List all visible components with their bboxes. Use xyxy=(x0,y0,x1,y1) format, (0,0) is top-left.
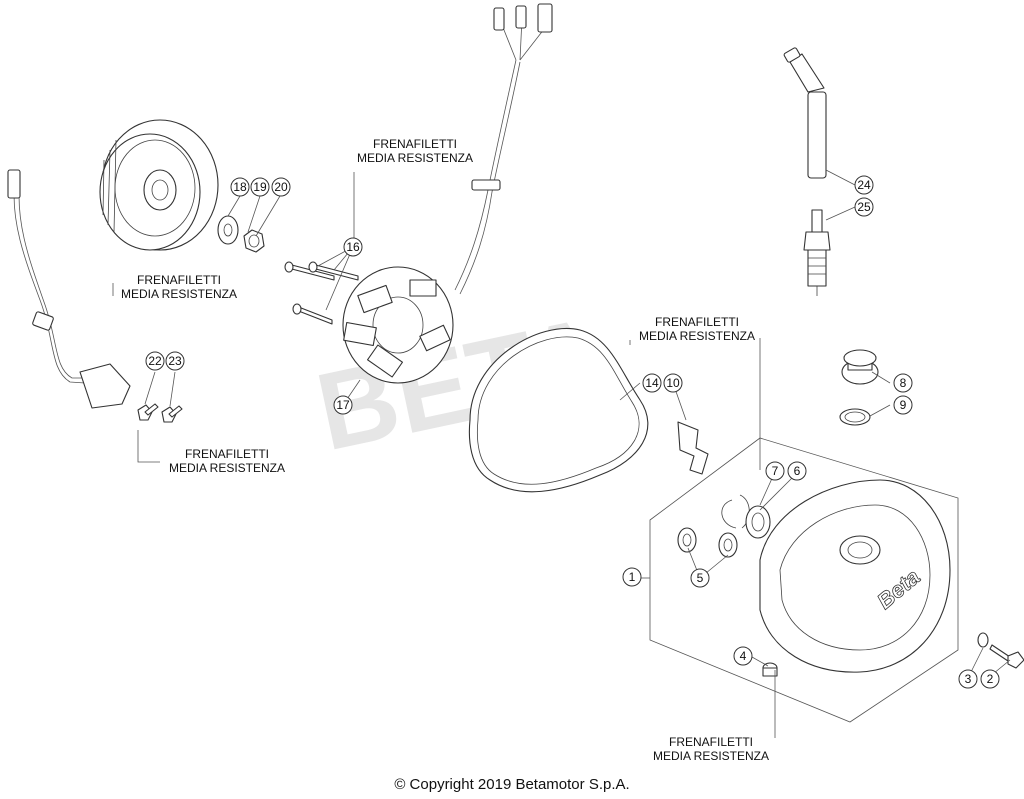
cover-screw xyxy=(989,644,1024,669)
callout-19: 19 xyxy=(250,177,270,197)
callout-9: 9 xyxy=(893,395,913,415)
callout-16: 16 xyxy=(343,237,363,257)
ignition-cover: Beta xyxy=(759,479,951,673)
svg-text:24: 24 xyxy=(857,178,871,192)
callout-25: 25 xyxy=(854,197,874,217)
note-line2: MEDIA RESISTENZA xyxy=(120,287,238,301)
callout-8: 8 xyxy=(893,373,913,393)
svg-text:18: 18 xyxy=(233,180,247,194)
svg-text:22: 22 xyxy=(148,354,162,368)
pickup-sensor-cable xyxy=(7,169,131,409)
flywheel-nut xyxy=(243,229,265,253)
pickup-screws xyxy=(137,403,183,423)
callout-10: 10 xyxy=(663,373,683,393)
washer xyxy=(217,215,239,245)
threadlocker-note: FRENAFILETTI MEDIA RESISTENZA xyxy=(350,137,480,165)
svg-text:19: 19 xyxy=(253,180,267,194)
cable-clip xyxy=(677,421,709,475)
svg-text:17: 17 xyxy=(336,398,350,412)
threadlocker-note: FRENAFILETTI MEDIA RESISTENZA xyxy=(632,315,762,343)
filler-cap xyxy=(841,349,879,385)
spark-plug-cap xyxy=(783,47,827,179)
svg-text:3: 3 xyxy=(965,672,972,686)
svg-text:4: 4 xyxy=(740,649,747,663)
callout-14: 14 xyxy=(642,373,662,393)
threadlocker-note: FRENAFILETTI MEDIA RESISTENZA xyxy=(162,447,292,475)
note-line2: MEDIA RESISTENZA xyxy=(356,151,474,165)
svg-text:2: 2 xyxy=(987,672,994,686)
note-line2: MEDIA RESISTENZA xyxy=(168,461,286,475)
note-line1: FRENAFILETTI xyxy=(184,447,269,461)
svg-text:8: 8 xyxy=(900,376,907,390)
svg-text:1: 1 xyxy=(629,570,636,584)
svg-text:14: 14 xyxy=(645,376,659,390)
callout-24: 24 xyxy=(854,175,874,195)
svg-text:9: 9 xyxy=(900,398,907,412)
callout-1: 1 xyxy=(622,567,642,587)
callout-18: 18 xyxy=(230,177,250,197)
callout-3: 3 xyxy=(958,669,978,689)
svg-text:25: 25 xyxy=(857,200,871,214)
callout-4: 4 xyxy=(733,646,753,666)
threadlocker-note: FRENAFILETTI MEDIA RESISTENZA xyxy=(114,273,244,301)
cover-gasket xyxy=(468,328,649,493)
note-line2: MEDIA RESISTENZA xyxy=(652,749,770,763)
svg-text:5: 5 xyxy=(697,571,704,585)
note-line1: FRENAFILETTI xyxy=(668,735,753,749)
svg-text:23: 23 xyxy=(168,354,182,368)
stator-harness xyxy=(454,3,553,295)
spark-plug xyxy=(803,209,831,296)
note-line1: FRENAFILETTI xyxy=(654,315,739,329)
callout-6: 6 xyxy=(787,461,807,481)
svg-text:7: 7 xyxy=(772,464,779,478)
svg-text:6: 6 xyxy=(794,464,801,478)
stator-screws xyxy=(284,261,359,325)
svg-text:10: 10 xyxy=(666,376,680,390)
circlip xyxy=(721,494,750,529)
copyright-notice: © Copyright 2019 Betamotor S.p.A. xyxy=(394,776,630,793)
callout-22: 22 xyxy=(145,351,165,371)
shaft-seal xyxy=(745,505,771,539)
flywheel-rotor xyxy=(99,119,219,251)
leader-lines xyxy=(112,169,1011,738)
callout-20: 20 xyxy=(271,177,291,197)
threadlocker-note: FRENAFILETTI MEDIA RESISTENZA xyxy=(646,735,776,763)
note-line2: MEDIA RESISTENZA xyxy=(638,329,756,343)
note-line1: FRENAFILETTI xyxy=(372,137,457,151)
callout-17: 17 xyxy=(333,395,353,415)
o-ring xyxy=(839,408,871,426)
note-line1: FRENAFILETTI xyxy=(136,273,221,287)
callout-23: 23 xyxy=(165,351,185,371)
callout-2: 2 xyxy=(980,669,1000,689)
callout-7: 7 xyxy=(765,461,785,481)
callout-5: 5 xyxy=(690,568,710,588)
svg-text:20: 20 xyxy=(274,180,288,194)
stator xyxy=(342,266,454,384)
svg-text:16: 16 xyxy=(346,240,360,254)
oil-seals xyxy=(677,527,738,558)
cover-washer xyxy=(977,632,989,648)
